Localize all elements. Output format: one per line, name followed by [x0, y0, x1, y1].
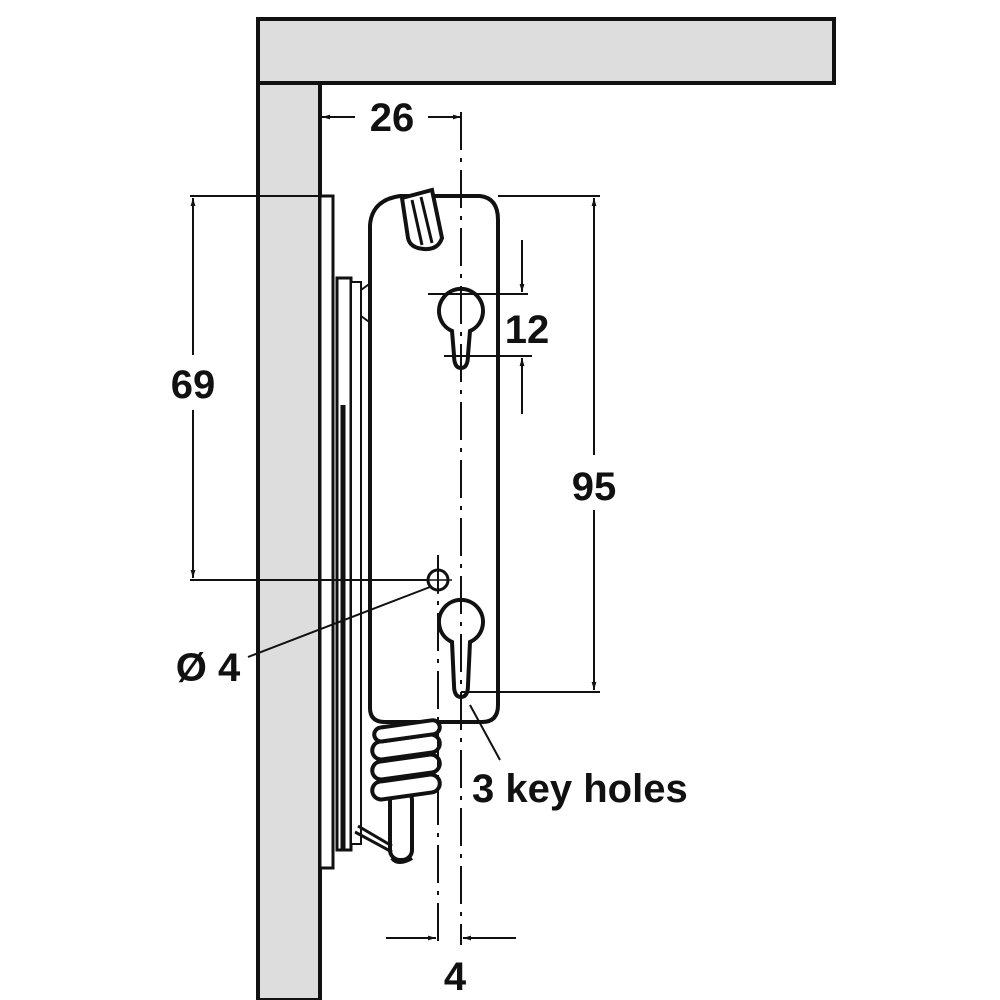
- dimension-95: [461, 195, 600, 693]
- dimension-26-label: 26: [370, 96, 415, 140]
- dimension-12: [428, 240, 532, 414]
- keyholes-leader: [469, 704, 501, 761]
- keyholes-label: 3 key holes: [472, 767, 688, 811]
- bracket-body: [368, 187, 500, 724]
- roller: [399, 187, 445, 252]
- spring: [354, 718, 442, 864]
- keyhole-upper: [437, 287, 485, 371]
- dimension-69-label: 69: [171, 363, 216, 407]
- dimension-95-label: 95: [572, 465, 617, 509]
- drill-hole-leader: [247, 586, 431, 658]
- dimension-4-label: 4: [444, 955, 467, 999]
- dimension-69: [190, 195, 428, 581]
- cabinet-top-panel: [256, 17, 836, 85]
- drill-hole-label: Ø 4: [176, 646, 241, 690]
- center-line: [437, 112, 462, 945]
- cabinet-side-panel: [256, 81, 322, 1000]
- dimension-12-label: 12: [505, 308, 550, 352]
- mounting-plate: [318, 194, 373, 870]
